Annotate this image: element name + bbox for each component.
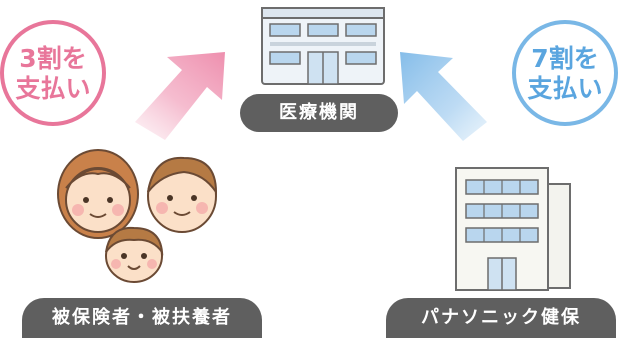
patient-share-badge-line1: 3割を <box>19 44 87 73</box>
patient-share-badge: 3割を 支払い <box>0 20 106 126</box>
insured-label: 被保険者・被扶養者 <box>22 298 262 338</box>
patient-share-badge-line2: 支払い <box>15 74 91 103</box>
insurer-share-badge: 7割を 支払い <box>512 20 618 126</box>
insurer-share-badge-line2: 支払い <box>527 74 603 103</box>
patient-payment-arrow <box>135 52 225 140</box>
hospital-building-icon <box>261 7 385 85</box>
family-icon <box>57 149 218 283</box>
insurer-payment-arrow <box>400 52 487 141</box>
insurer-label: パナソニック健保 <box>386 298 616 338</box>
insurer-share-badge-line1: 7割を <box>531 44 599 73</box>
insurer-building-icon <box>455 167 571 291</box>
hospital-label: 医療機関 <box>240 94 398 132</box>
